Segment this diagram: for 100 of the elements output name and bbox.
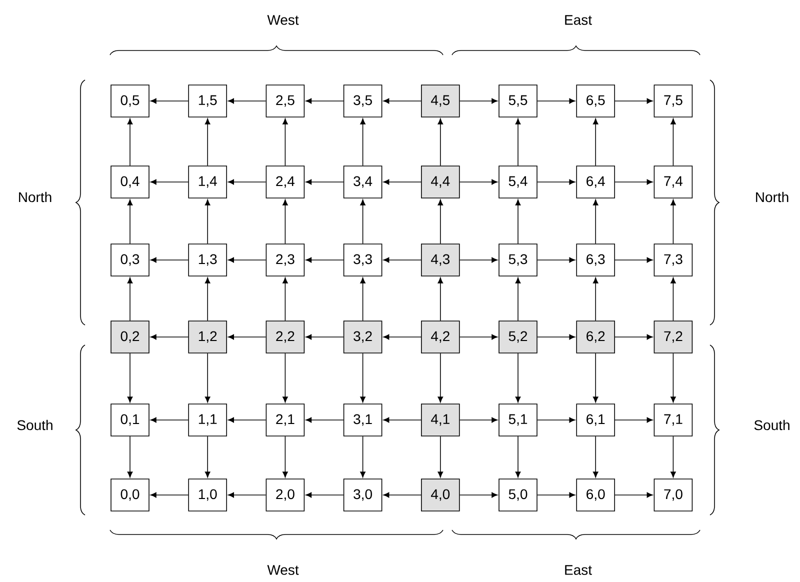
arrow: [515, 436, 521, 478]
grid-box: 7,5: [654, 84, 693, 118]
grid-box: 6,4: [576, 166, 615, 198]
arrow: [150, 98, 189, 104]
arrow: [204, 436, 210, 478]
grid-box: 6,1: [576, 404, 615, 436]
arrow: [383, 98, 422, 104]
grid-box: 3,1: [343, 404, 382, 436]
grid-box: 2,0: [266, 478, 305, 512]
arrow: [537, 179, 576, 185]
arrow: [592, 199, 598, 244]
arrow: [127, 277, 133, 321]
grid-box: 0,1: [110, 404, 150, 436]
grid-box: 2,5: [266, 84, 305, 118]
grid-box: 7,1: [654, 404, 693, 436]
grid-box: 5,1: [498, 404, 538, 436]
arrow: [459, 257, 498, 263]
grid-box: 4,1: [421, 404, 460, 436]
arrow: [537, 257, 576, 263]
arrow: [459, 98, 498, 104]
arrow: [592, 277, 598, 321]
arrow: [459, 179, 498, 185]
arrow: [459, 492, 498, 498]
arrow: [515, 353, 521, 403]
arrow: [360, 199, 366, 244]
region-label: North: [756, 192, 788, 202]
arrow: [383, 492, 422, 498]
arrow: [282, 277, 288, 321]
grid-box: 0,3: [110, 244, 150, 276]
grid-box: 6,0: [576, 478, 615, 512]
arrow: [127, 199, 133, 244]
grid-box: 1,0: [188, 478, 227, 512]
arrow: [670, 199, 676, 244]
grid-box: 3,0: [343, 478, 382, 512]
grid-box: 7,0: [654, 478, 693, 512]
arrow: [228, 98, 266, 104]
arrow: [228, 334, 266, 340]
arrow: [282, 118, 288, 166]
arrow: [306, 492, 344, 498]
arrow: [127, 118, 133, 166]
region-label: West: [267, 15, 299, 25]
arrow: [282, 353, 288, 403]
grid-box: 3,5: [343, 84, 382, 118]
arrow: [670, 436, 676, 478]
grid-box: 0,2: [110, 320, 150, 354]
grid-box: 3,3: [343, 244, 382, 276]
arrow: [438, 353, 444, 403]
arrow: [515, 277, 521, 321]
arrow: [592, 436, 598, 478]
arrow: [537, 98, 576, 104]
arrow: [228, 492, 266, 498]
grid-box: 4,2: [421, 320, 460, 354]
arrow: [360, 277, 366, 321]
arrow: [306, 257, 344, 263]
arrow: [515, 118, 521, 166]
arrow: [282, 199, 288, 244]
grid-box: 7,2: [654, 320, 693, 354]
arrow: [537, 417, 576, 423]
grid-box: 1,5: [188, 84, 227, 118]
arrow: [383, 179, 422, 185]
arrow: [306, 334, 344, 340]
grid-box: 1,4: [188, 166, 227, 198]
arrow: [383, 334, 422, 340]
grid-box: 1,1: [188, 404, 227, 436]
arrow: [228, 417, 266, 423]
arrow: [360, 353, 366, 403]
arrow: [383, 257, 422, 263]
grid-box: 3,4: [343, 166, 382, 198]
grid-box: 4,0: [421, 478, 460, 512]
arrow: [228, 257, 266, 263]
arrow: [537, 334, 576, 340]
grid-box: 4,3: [421, 244, 460, 276]
arrow: [614, 179, 653, 185]
arrow: [204, 118, 210, 166]
arrow: [282, 436, 288, 478]
region-label: East: [565, 15, 592, 25]
grid-box: 6,5: [576, 84, 615, 118]
arrow: [614, 257, 653, 263]
arrow: [306, 179, 344, 185]
arrow: [592, 353, 598, 403]
region-label: North: [19, 192, 52, 202]
grid-box: 5,3: [498, 244, 538, 276]
grid-box: 1,2: [188, 320, 227, 354]
grid-box: 3,2: [343, 320, 382, 354]
arrow: [383, 417, 422, 423]
arrow: [592, 118, 598, 166]
grid-box: 5,4: [498, 166, 538, 198]
arrow: [204, 199, 210, 244]
arrow: [670, 118, 676, 166]
grid-box: 6,3: [576, 244, 615, 276]
arrow: [150, 257, 189, 263]
arrow: [614, 417, 653, 423]
arrow: [127, 353, 133, 403]
arrow: [150, 179, 189, 185]
arrow: [614, 334, 653, 340]
grid-box: 4,5: [421, 84, 460, 118]
grid-box: 2,3: [266, 244, 305, 276]
grid-box: 7,4: [654, 166, 693, 198]
grid-box: 1,3: [188, 244, 227, 276]
grid-box: 6,2: [576, 320, 615, 354]
